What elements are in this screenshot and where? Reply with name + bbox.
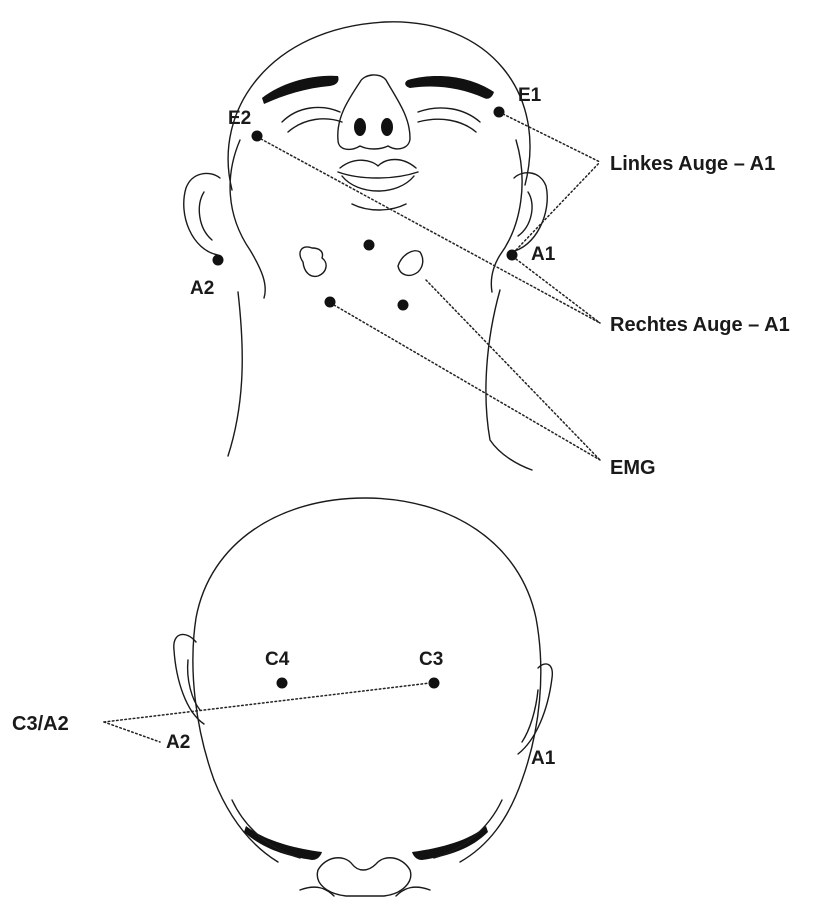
label-c3a2: C3/A2 (12, 713, 69, 735)
lead-right-eye-e2 (261, 139, 600, 323)
left-eye-lid (288, 119, 342, 132)
right-ear-inner (518, 192, 532, 236)
lead-emg-right (426, 280, 600, 460)
face-labels: E1 E2 A1 A2 Linkes Auge – A1 Rechtes Aug… (190, 85, 790, 479)
lead-right-eye-a1 (516, 259, 600, 323)
right-nostril (381, 118, 393, 136)
chin-line (352, 204, 406, 210)
electrode-e1 (494, 107, 505, 118)
face-leader-lines (261, 114, 600, 460)
lead-c3a2-a2 (104, 722, 160, 742)
neck-left (228, 292, 242, 456)
neck-right (486, 290, 532, 470)
electrode-e2 (252, 131, 263, 142)
left-ear-inner (199, 192, 212, 240)
chin-right-shape (398, 251, 423, 276)
electrode-emg-right (398, 300, 409, 311)
skull-outline (193, 498, 541, 862)
label-a1-face: A1 (531, 244, 556, 265)
label-e1: E1 (518, 85, 542, 106)
left-eyebrow (262, 76, 339, 104)
head-labels: C4 C3 A2 A1 C3/A2 (12, 649, 556, 769)
upper-lip (340, 160, 416, 169)
right-ear (510, 173, 547, 252)
bottom-nose-base (300, 887, 334, 896)
electrode-emg-top (364, 240, 375, 251)
right-eye-lid (418, 119, 476, 132)
label-right-eye-a1: Rechtes Auge – A1 (610, 314, 790, 336)
head-electrodes (277, 678, 440, 689)
right-ear-top-inner (522, 690, 538, 742)
bottom-left-brow (244, 826, 322, 860)
head-top-view (174, 498, 553, 896)
label-emg: EMG (610, 457, 656, 479)
head-leader-lines (104, 683, 430, 742)
nose (338, 75, 410, 149)
label-a1-head: A1 (531, 748, 556, 769)
chin-left-shape (300, 247, 326, 276)
face-jaw-left (230, 140, 265, 298)
electrode-c4 (277, 678, 288, 689)
bottom-nose-base-right (396, 887, 430, 896)
skull-left-lower (214, 780, 278, 862)
lead-emg-left (334, 305, 600, 460)
label-e2: E2 (228, 108, 251, 129)
left-ear (184, 173, 220, 255)
lead-left-eye-e1 (503, 114, 600, 162)
bottom-nose (317, 858, 410, 896)
left-nostril (354, 118, 366, 136)
label-c3: C3 (419, 649, 443, 670)
lead-c3a2-c3 (104, 683, 430, 722)
electrode-a2-face (213, 255, 224, 266)
lip-line (338, 172, 418, 178)
label-c4: C4 (265, 649, 290, 670)
bottom-right-brow (412, 826, 488, 860)
electrode-emg-left (325, 297, 336, 308)
label-left-eye-a1: Linkes Auge – A1 (610, 153, 775, 175)
lead-left-eye-a1 (516, 162, 600, 250)
label-a2-head: A2 (166, 732, 190, 753)
label-a2-face: A2 (190, 278, 214, 299)
right-eyebrow (405, 76, 494, 99)
face-jaw-right (491, 140, 522, 292)
